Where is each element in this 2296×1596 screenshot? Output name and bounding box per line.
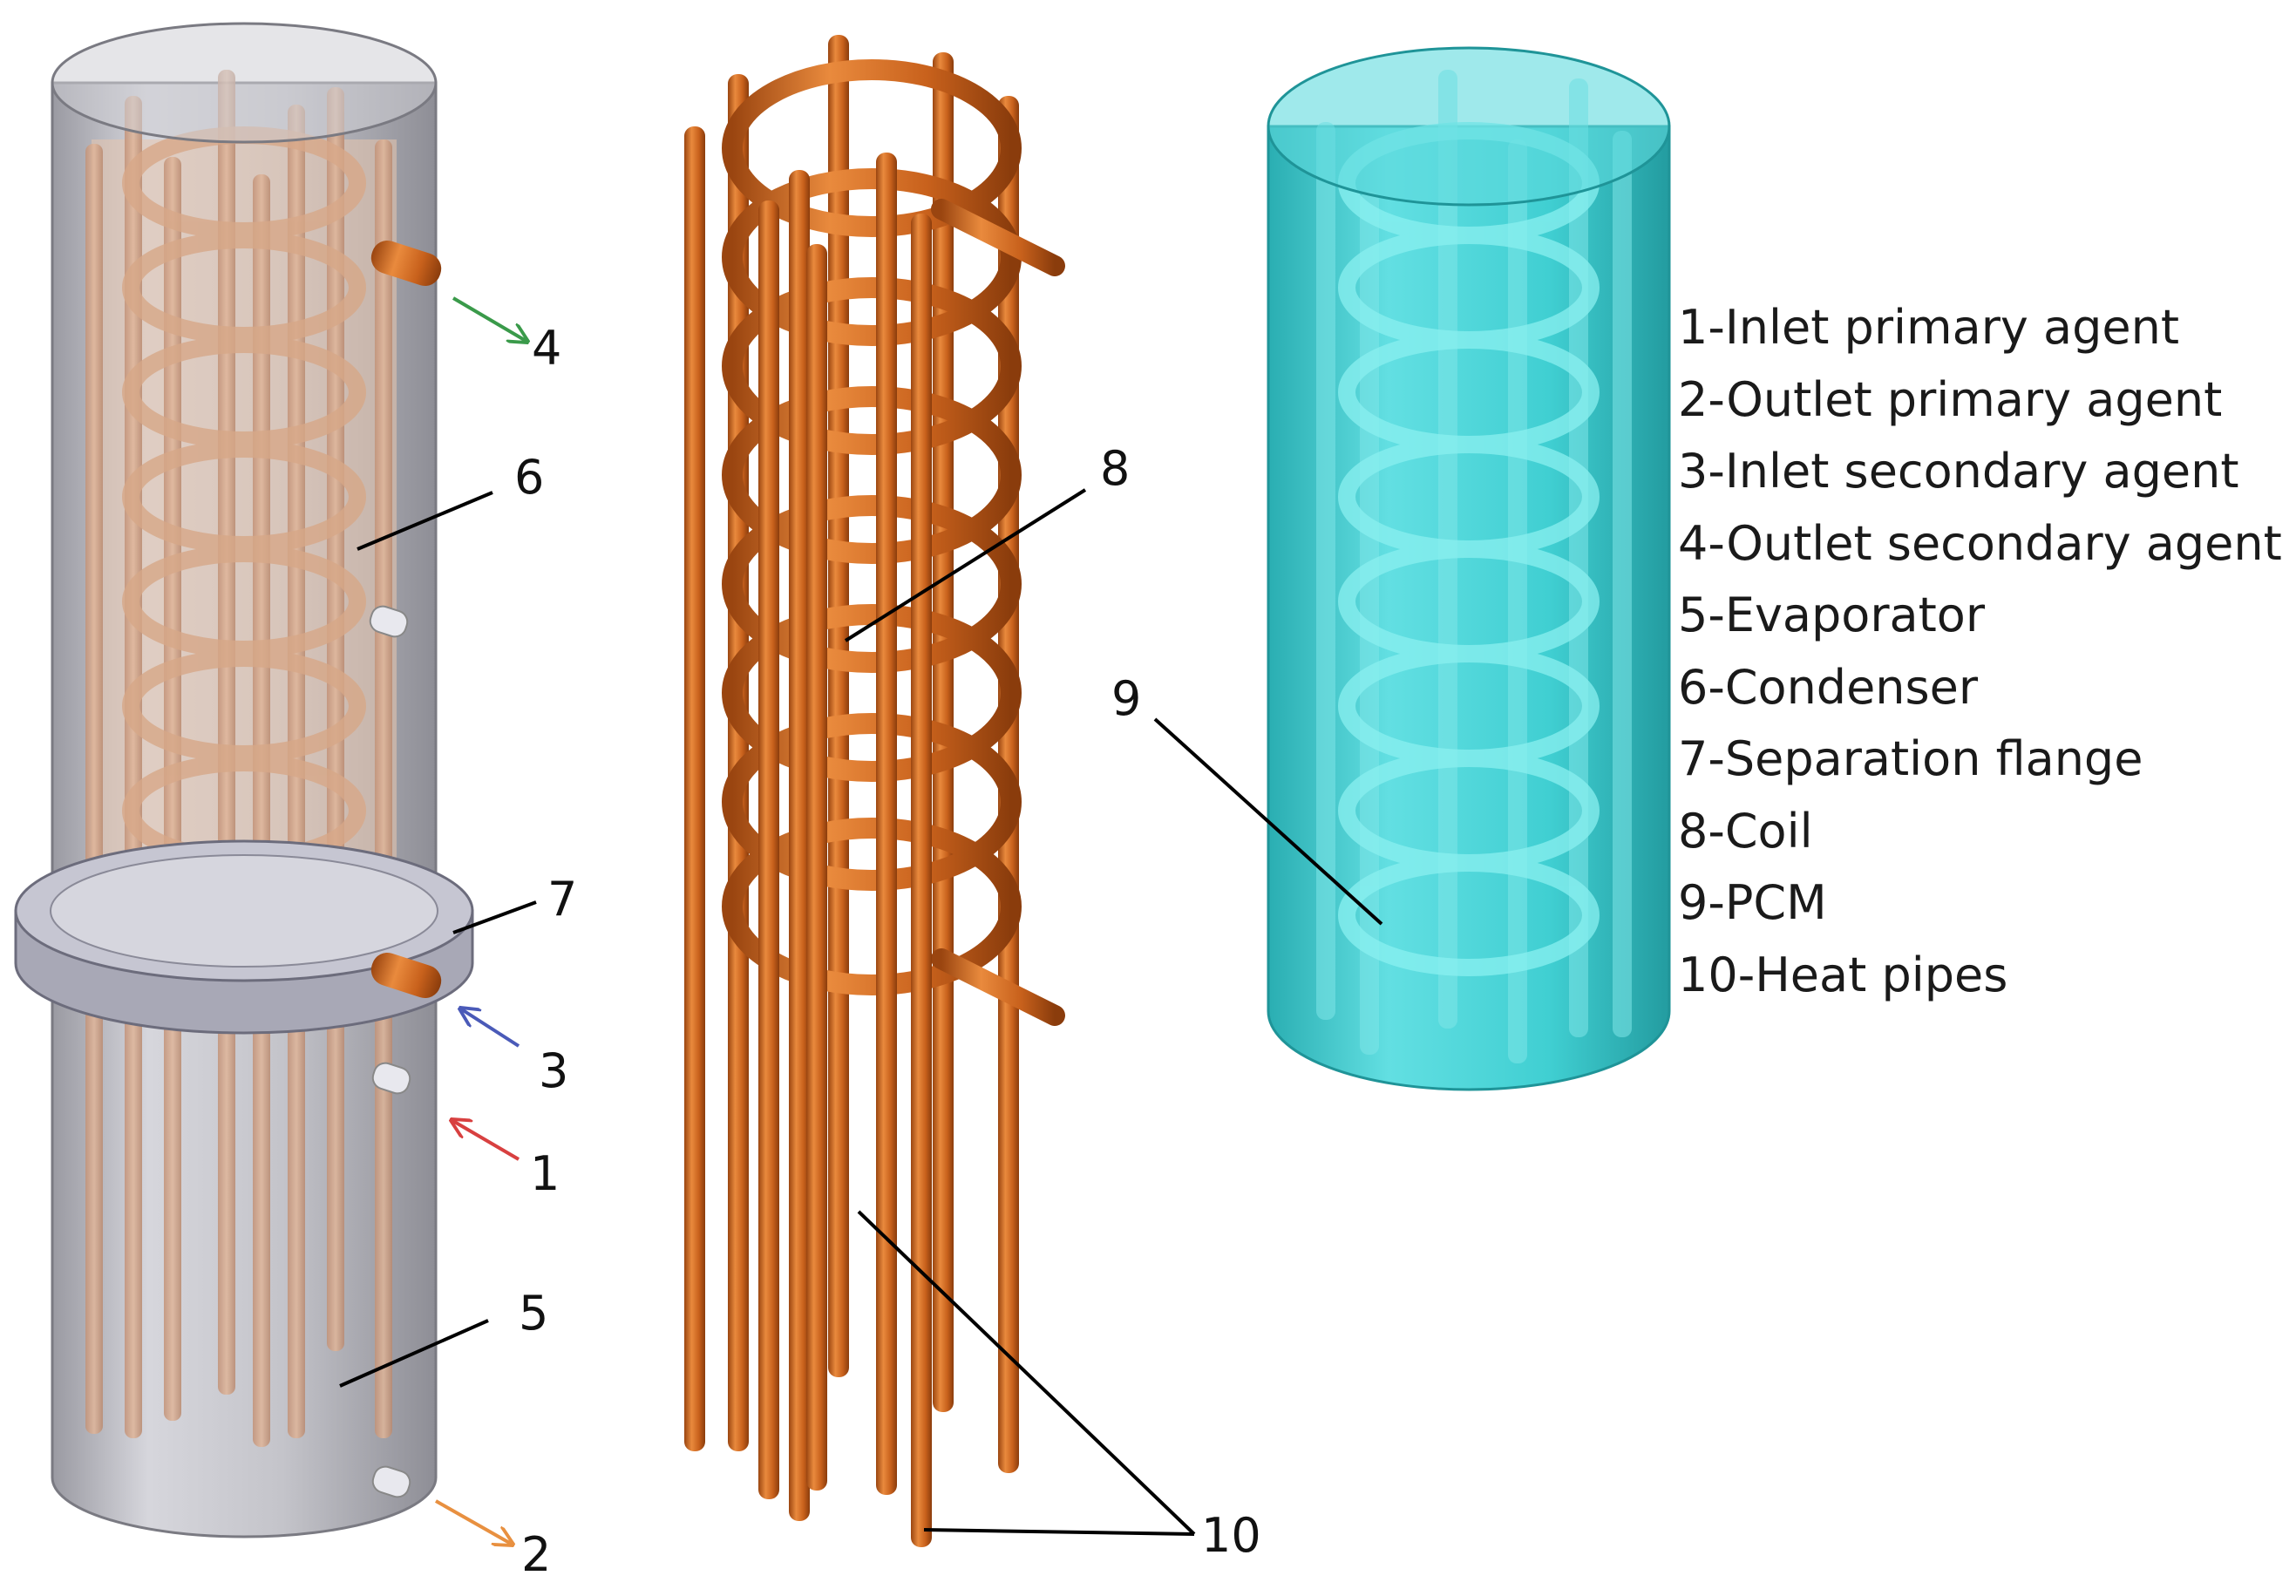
legend-item: 1-Inlet primary agent [1678,300,2180,355]
inlet-primary-nozzle [371,1062,411,1095]
leader-evaporator [339,1319,489,1388]
condenser-port [369,605,409,638]
assembled-exchanger [14,22,474,1538]
pcm-volume [1267,46,1671,1091]
coil-outlet-lead [931,199,1065,276]
inlet-primary-arrow [452,1120,520,1161]
internal-coil [122,126,366,867]
legend: 1-Inlet primary agent 2-Outlet primary a… [1678,292,2282,1011]
internal-heat-pipes [85,70,392,1447]
leader-pcm [1153,717,1383,926]
legend-item: 3-Inlet secondary agent [1678,444,2239,499]
callout-3: 3 [539,1043,568,1098]
leader-flange [452,900,537,934]
coil [722,59,1022,995]
leader-lines [339,488,1383,1536]
outlet-primary-arrow [435,1499,513,1545]
callout-9: 9 [1111,671,1141,726]
leader-condenser [357,491,493,551]
legend-item: 8-Coil [1678,803,1813,859]
leader-heat-pipe-a [857,1210,1196,1536]
separation-flange [14,839,474,1035]
legend-item: 6-Condenser [1678,659,1979,715]
callout-2: 2 [521,1527,551,1582]
outlet-secondary-nozzle [370,240,442,287]
outlet-secondary-arrow [452,296,527,342]
pcm-top [1267,46,1671,207]
outlet-primary-nozzle [371,1465,411,1498]
callout-5: 5 [519,1286,548,1341]
inlet-secondary-nozzle [370,952,442,999]
legend-item: 7-Separation flange [1678,731,2143,786]
legend-item: 9-PCM [1678,875,1827,930]
inlet-secondary-arrow [460,1009,520,1048]
heat-pipes-front [684,126,932,1547]
callout-8: 8 [1100,441,1130,496]
callout-10: 10 [1201,1508,1261,1563]
callout-4: 4 [532,321,561,376]
coil-and-heat-pipes [684,35,1065,1547]
legend-item: 4-Outlet secondary agent [1678,515,2282,571]
legend-item: 10-Heat pipes [1678,947,2008,1002]
legend-item: 5-Evaporator [1678,587,1986,642]
legend-item: 2-Outlet primary agent [1678,371,2223,427]
leader-heat-pipe-b [923,1528,1195,1536]
callout-6: 6 [514,450,544,505]
coil-inlet-lead [931,948,1065,1026]
leader-coil [844,488,1087,642]
shell-top [51,22,438,144]
callout-7: 7 [547,872,577,927]
callout-1: 1 [530,1146,560,1201]
nozzles [369,240,442,1498]
